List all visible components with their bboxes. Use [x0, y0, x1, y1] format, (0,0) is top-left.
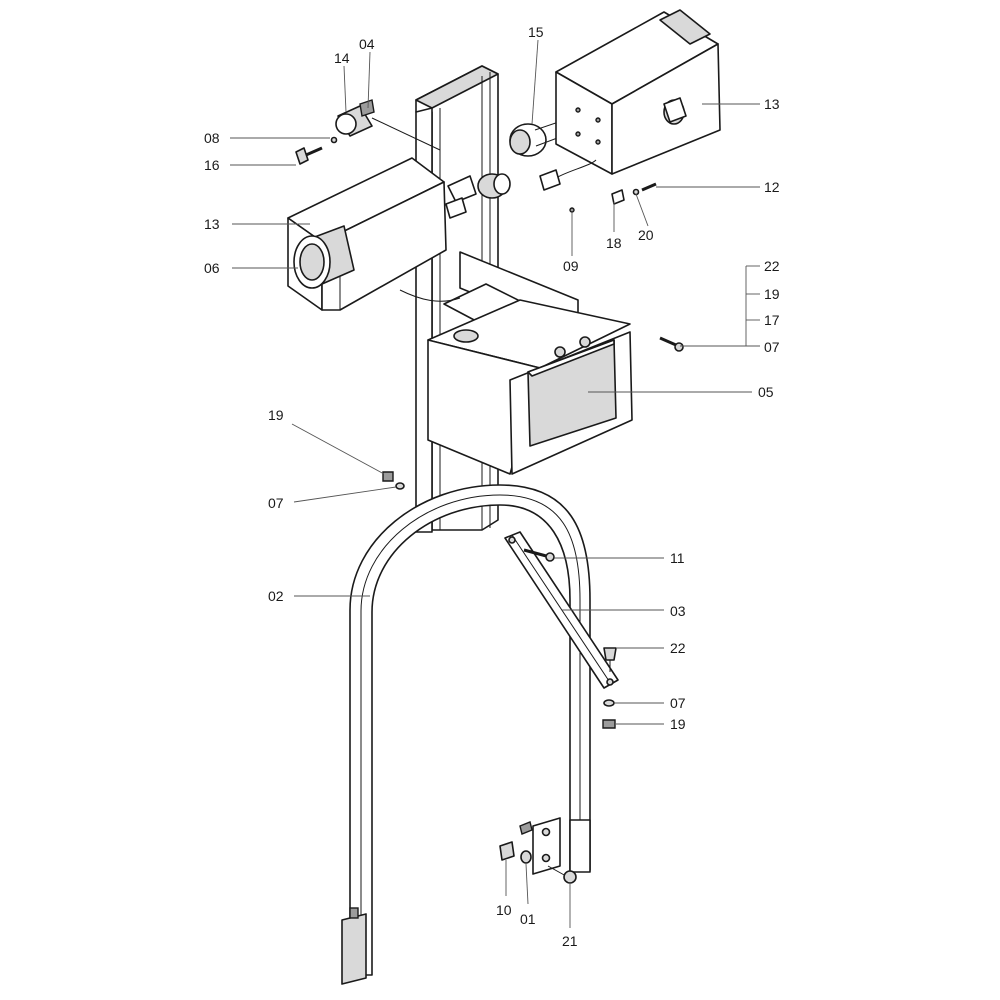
- callout-08: 08: [204, 130, 220, 146]
- callout-07-left: 07: [268, 495, 284, 511]
- callout-01: 01: [520, 911, 536, 927]
- callout-12: 12: [764, 179, 780, 195]
- callout-15: 15: [528, 24, 544, 40]
- leader-lines: [230, 39, 760, 928]
- callout-03: 03: [670, 603, 686, 619]
- callout-11: 11: [670, 550, 685, 566]
- left-lamp-housing-13: [287, 157, 461, 311]
- bolt-11: [523, 548, 555, 562]
- callout-13-right: 13: [764, 96, 780, 112]
- screw-16: [295, 136, 338, 165]
- callout-13-left: 13: [204, 216, 220, 232]
- callout-07-bottom: 07: [670, 695, 686, 711]
- lower-bracket-assembly: [499, 817, 577, 884]
- bolt-07-housing: [659, 336, 684, 352]
- callout-07-top: 07: [764, 339, 780, 355]
- callout-22-top: 22: [764, 258, 780, 274]
- diagonal-brace-03: [504, 531, 619, 689]
- clamp-15: [509, 107, 601, 157]
- callout-04: 04: [359, 36, 375, 52]
- small-hardware-right: [569, 182, 657, 213]
- callout-18: 18: [606, 235, 622, 251]
- callout-20: 20: [638, 227, 654, 243]
- callout-14: 14: [334, 50, 350, 66]
- callout-10: 10: [496, 902, 512, 918]
- callout-06: 06: [204, 260, 220, 276]
- callout-19-top: 19: [764, 286, 780, 302]
- callout-21: 21: [562, 933, 578, 949]
- callout-05: 05: [758, 384, 774, 400]
- callout-19-bottom: 19: [670, 716, 686, 732]
- callout-19-left: 19: [268, 407, 284, 423]
- right-lamp-housing-13: [539, 9, 721, 191]
- main-housing-05: [427, 251, 633, 475]
- callout-labels: 04 14 15 13 08 16 12 13 18 20 06 09 22 1…: [204, 24, 780, 949]
- left-hardware: [382, 471, 405, 490]
- callout-17: 17: [764, 312, 780, 328]
- arch-frame-02: [341, 484, 591, 985]
- callout-02: 02: [268, 588, 284, 604]
- callout-22-bottom: 22: [670, 640, 686, 656]
- callout-09: 09: [563, 258, 579, 274]
- clamp-assembly-14: [335, 99, 511, 219]
- callout-16: 16: [204, 157, 220, 173]
